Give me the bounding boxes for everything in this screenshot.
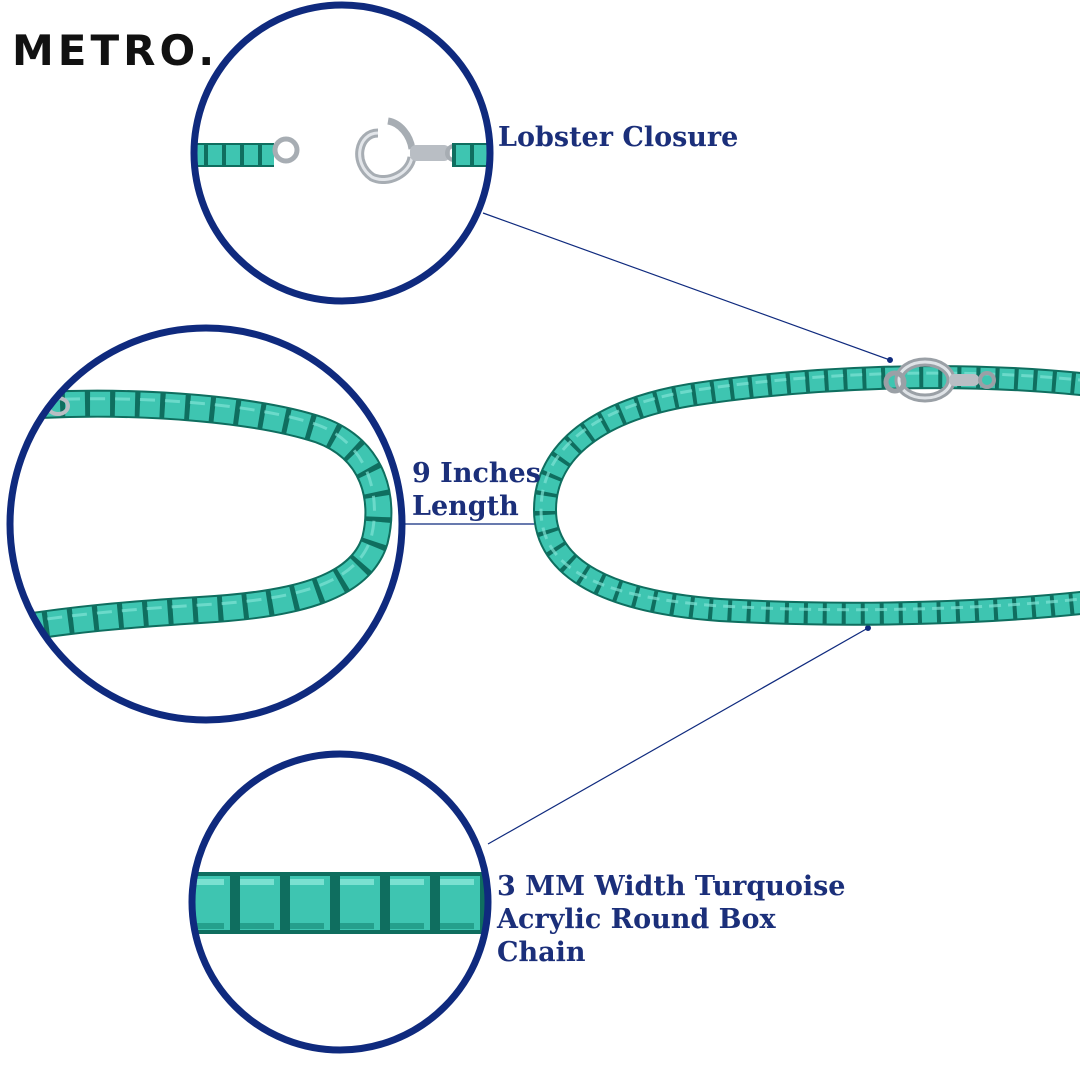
callout-length-line2: Length [412, 491, 519, 522]
callout-length-label: 9 Inches Length [412, 457, 541, 523]
callout-width-line3: Chain [497, 937, 586, 968]
callout-width-line1: 3 MM Width Turquoise [497, 871, 846, 902]
leader-line-closure [482, 212, 891, 361]
callout-length-line1: 9 Inches [412, 458, 541, 489]
lobster-clasp-icon [883, 357, 996, 403]
main-bracelet [532, 357, 1080, 626]
callout-width-label: 3 MM Width Turquoise Acrylic Round Box C… [497, 870, 845, 969]
leader-lines [405, 212, 893, 845]
detail-circle-width [188, 750, 492, 1054]
callout-closure-label: Lobster Closure [498, 121, 738, 154]
leader-line-width [487, 627, 869, 845]
lobster-clasp-detail-icon [355, 117, 463, 184]
detail-circle-length [6, 324, 406, 724]
detail-circle-closure [190, 1, 494, 305]
callout-width-line2: Acrylic Round Box [497, 904, 776, 935]
brand-logo: METRO. [12, 26, 219, 75]
callout-closure-line1: Lobster Closure [498, 122, 739, 153]
